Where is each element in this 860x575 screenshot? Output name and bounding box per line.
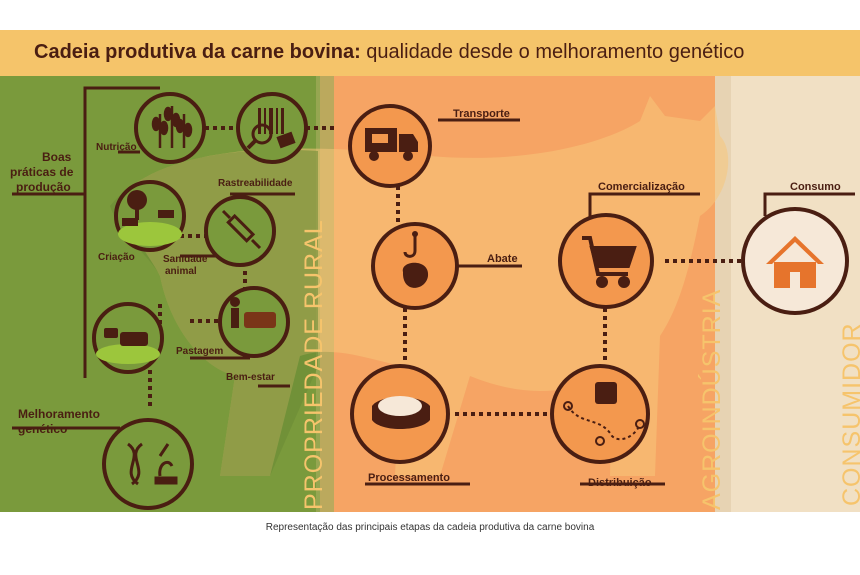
label-comercializacao: Comercialização — [598, 181, 685, 193]
label-boas-1: Boas — [42, 150, 72, 164]
commerce-node — [558, 213, 654, 309]
title-bold: Cadeia produtiva da carne bovina: — [34, 41, 361, 63]
truck-icon — [365, 128, 418, 161]
steak-icon — [372, 396, 430, 429]
label-sanidade-1: Sanidade — [163, 254, 208, 265]
dna-microscope-icon — [127, 442, 178, 486]
processing-node — [350, 364, 450, 464]
house-icon — [766, 236, 824, 288]
section-rural: PROPRIEDADE RURAL — [300, 219, 328, 510]
section-agro: AGROINDÚSTRIA — [697, 289, 726, 510]
hook-meat-icon — [402, 231, 429, 288]
label-nutricao: Nutrição — [96, 142, 137, 153]
section-consumer: CONSUMIDOR — [838, 322, 860, 506]
nutrition-node — [134, 92, 206, 164]
label-criacao: Criação — [98, 252, 135, 263]
label-processamento: Processamento — [368, 472, 450, 484]
syringe-icon — [221, 209, 262, 250]
barcode-icon — [246, 108, 296, 150]
diagram-canvas: Boas práticas de produção Nutrição Rastr… — [0, 76, 860, 512]
label-abate: Abate — [487, 253, 518, 265]
label-pastagem: Pastagem — [176, 346, 223, 357]
pasture-node — [92, 302, 164, 374]
diagram-svg: Boas práticas de produção Nutrição Rastr… — [0, 76, 860, 512]
label-melhoramento-2: genético — [18, 422, 67, 436]
genetic-node — [102, 418, 194, 510]
title-normal: qualidade desde o melhoramento genético — [360, 41, 745, 63]
welfare-node — [218, 286, 290, 358]
label-sanidade-2: animal — [165, 266, 197, 277]
cart-icon — [582, 236, 637, 288]
creation-node — [114, 180, 186, 252]
page-title: Cadeia produtiva da carne bovina: qualid… — [34, 41, 744, 64]
label-transporte: Transporte — [453, 108, 510, 120]
slaughter-node — [371, 222, 459, 310]
wheat-icon — [151, 106, 193, 148]
farmer-cow-icon — [230, 297, 276, 328]
transport-node — [348, 104, 432, 188]
label-melhoramento-1: Melhoramento — [18, 407, 100, 421]
label-distribuicao: Distribuição — [588, 477, 652, 489]
distribution-node — [550, 364, 650, 464]
traceability-node — [236, 92, 308, 164]
route-truck-icon — [563, 382, 645, 446]
caption: Representação das principais etapas da c… — [265, 522, 595, 533]
label-boas-3: produção — [16, 180, 71, 194]
tree-cattle-icon — [118, 190, 182, 246]
consumption-node — [741, 207, 849, 315]
label-rastreabilidade: Rastreabilidade — [218, 178, 293, 189]
label-bem-estar: Bem-estar — [226, 372, 275, 383]
label-boas-2: práticas de — [10, 165, 74, 179]
health-node — [204, 195, 276, 267]
grazing-cattle-icon — [96, 328, 160, 364]
label-consumo: Consumo — [790, 181, 841, 193]
title-bar: Cadeia produtiva da carne bovina: qualid… — [0, 30, 860, 76]
